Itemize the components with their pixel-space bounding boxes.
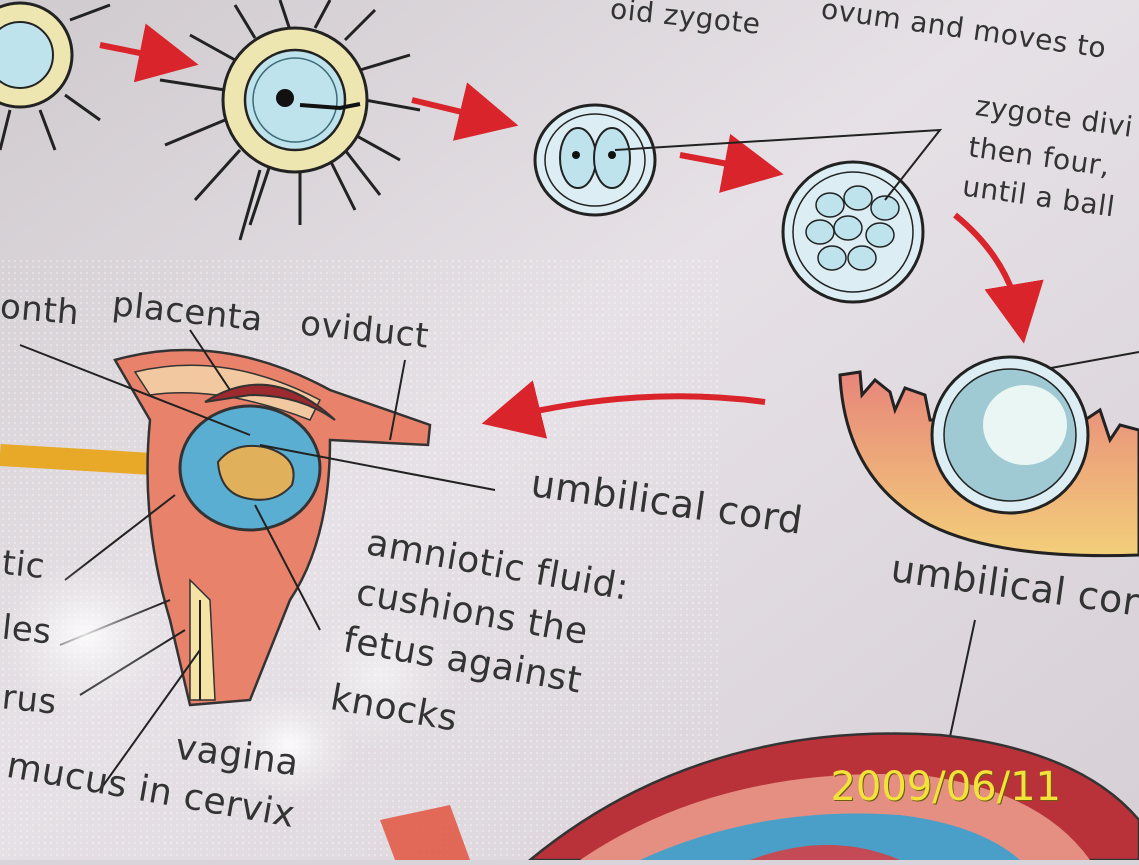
label-left-fragment-3: rus: [0, 677, 59, 723]
label-month: onth: [0, 287, 81, 334]
label-left-fragment-2: les: [0, 608, 53, 653]
two-cell-zygote: [535, 105, 655, 215]
morula: [783, 162, 923, 302]
date-stamp: 2009/06/11: [830, 764, 1061, 810]
label-left-fragment-1: tic: [0, 543, 47, 587]
